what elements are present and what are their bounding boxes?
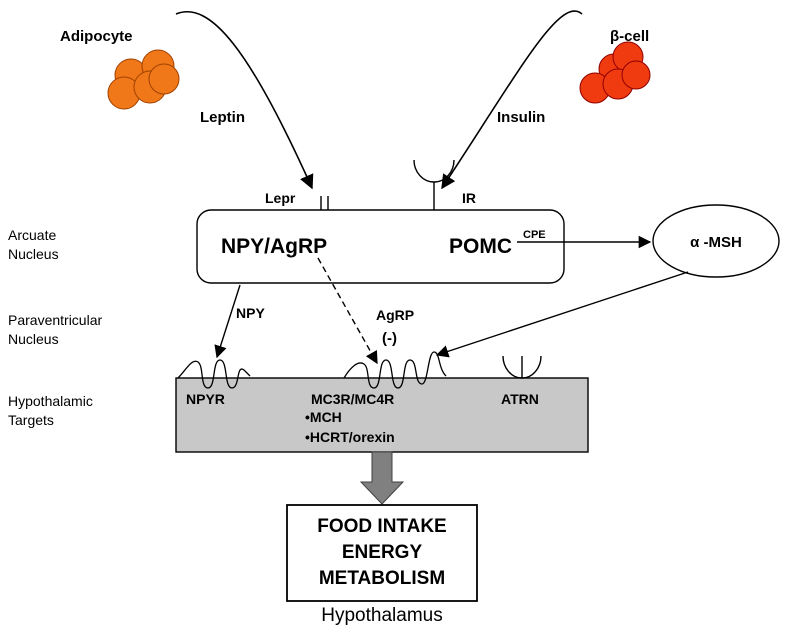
arcuate-row-label-1: Arcuate xyxy=(8,227,56,243)
alpha-msh-label: α -MSH xyxy=(690,234,742,251)
npy-agrp-label: NPY/AgRP xyxy=(221,235,327,258)
alpha-msh-ellipse xyxy=(652,204,780,278)
msh-to-mc4r-arrow xyxy=(435,271,689,358)
beta-cell-label: β-cell xyxy=(610,28,649,45)
paraventricular-row-label-2: Nucleus xyxy=(8,331,59,347)
mch-label: •MCH xyxy=(305,409,342,425)
leptin-arrow xyxy=(175,10,314,190)
atrn-receptor xyxy=(502,355,542,379)
arcuate-row-label-2: Nucleus xyxy=(8,246,59,262)
hcrt-label: •HCRT/orexin xyxy=(305,429,395,445)
hypothalamic-targets-box xyxy=(175,377,589,453)
npyr-receptor-squiggle xyxy=(177,359,251,389)
npy-label: NPY xyxy=(236,305,265,321)
insulin-arrow xyxy=(441,10,583,190)
insulin-label: Insulin xyxy=(497,109,545,126)
beta-cell-cluster xyxy=(579,41,651,104)
pomc-label: POMC xyxy=(449,235,512,258)
arcuate-nucleus-box xyxy=(196,209,565,284)
hypothalamus-caption: Hypothalamus xyxy=(321,605,442,626)
adipocyte-label: Adipocyte xyxy=(60,28,133,45)
npyr-label: NPYR xyxy=(186,391,225,407)
output-block-arrow xyxy=(359,451,405,505)
agrp-dashed-arrow xyxy=(317,257,378,365)
output-line-1: FOOD INTAKE xyxy=(317,516,446,537)
output-box xyxy=(286,504,478,602)
targets-row-label-2: Targets xyxy=(8,412,54,428)
targets-row-label-1: Hypothalamic xyxy=(8,393,93,409)
mc3r-mc4r-label: MC3R/MC4R xyxy=(311,391,394,407)
npy-arrow xyxy=(214,284,241,359)
leptin-label: Leptin xyxy=(200,109,245,126)
ir-label: IR xyxy=(462,190,476,206)
agrp-label: AgRP xyxy=(376,307,414,323)
mc4r-receptor-squiggle xyxy=(343,351,447,389)
adipocyte-cell-cluster xyxy=(107,49,180,110)
output-line-2: ENERGY xyxy=(342,542,423,563)
lepr-label: Lepr xyxy=(265,190,296,206)
output-line-3: METABOLISM xyxy=(319,568,445,589)
agrp-effect-label: (-) xyxy=(382,330,397,347)
cpe-label: CPE xyxy=(523,229,546,241)
paraventricular-row-label-1: Paraventricular xyxy=(8,312,102,328)
atrn-label: ATRN xyxy=(501,391,539,407)
